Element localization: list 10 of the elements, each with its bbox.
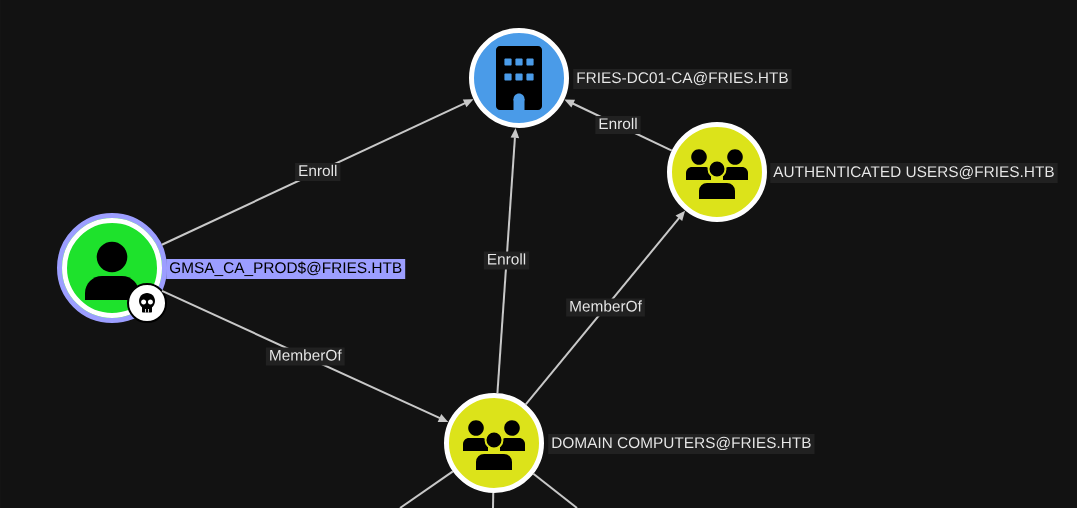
node-label: GMSA_CA_PROD$@FRIES.HTB [166, 259, 406, 279]
node-label: AUTHENTICATED USERS@FRIES.HTB [770, 163, 1058, 183]
line [399, 470, 454, 508]
edge-label: MemberOf [566, 298, 645, 317]
edge-label: Enroll [595, 116, 641, 134]
node-label: FRIES-DC01-CA@FRIES.HTB [573, 69, 792, 89]
node-label: DOMAIN COMPUTERS@FRIES.HTB [548, 434, 815, 454]
line [492, 492, 495, 508]
edge-label: Enroll [483, 251, 530, 270]
line [532, 472, 578, 508]
